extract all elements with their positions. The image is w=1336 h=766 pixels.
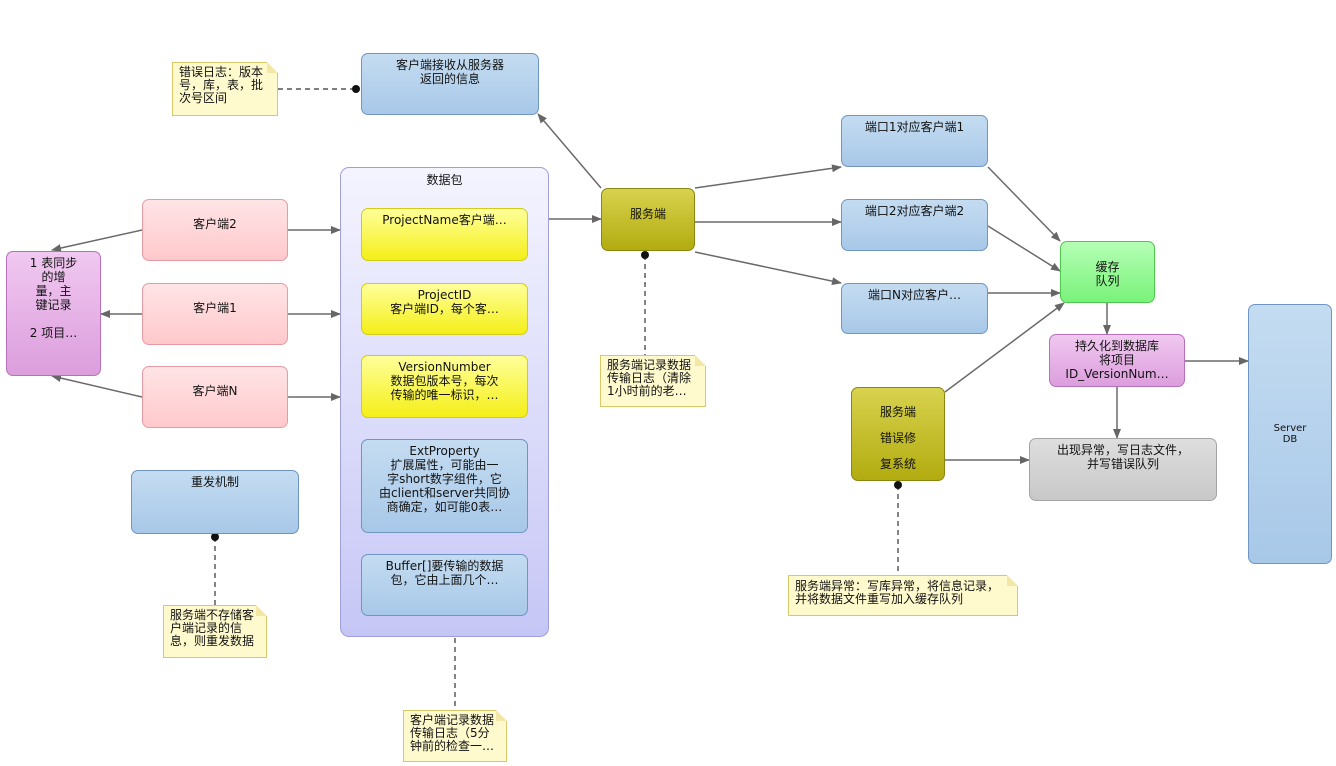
- ext-property-field[interactable]: ExtProperty 扩展属性，可能由一 字short数字组件，它 由clie…: [361, 439, 528, 533]
- edge-server-port1: [694, 164, 842, 189]
- edge-port1-cache: [987, 166, 1061, 242]
- error-log-note: 错误日志：版本 号，库，表，批 次号区间: [172, 62, 278, 116]
- server-db-node[interactable]: Server DB: [1248, 304, 1332, 564]
- client-log-note: 客户端记录数据 传输日志（5分 钟前的检查一…: [403, 710, 507, 762]
- client2-node[interactable]: 客户端2: [142, 199, 288, 261]
- anchor-repair: [894, 481, 902, 489]
- server-log-note: 服务端记录数据 传输日志（清除 1小时前的老…: [600, 355, 706, 407]
- port1-node[interactable]: 端口1对应客户端1: [841, 115, 988, 167]
- edge-client2-sync: [51, 229, 143, 252]
- edge-server-recv: [537, 113, 602, 189]
- version-number-field[interactable]: VersionNumber 数据包版本号，每次 传输的唯一标识，…: [361, 355, 528, 418]
- table-sync-node[interactable]: 1 表同步 的增 量，主 键记录 2 项目…: [6, 251, 101, 376]
- clientN-node[interactable]: 客户端N: [142, 366, 288, 428]
- anchor-recv: [352, 85, 360, 93]
- error-repair-node[interactable]: 服务端 错误修 复系统: [851, 387, 945, 481]
- persist-node[interactable]: 持久化到数据库 将项目 ID_VersionNum…: [1049, 334, 1185, 387]
- server-node[interactable]: 服务端: [601, 188, 695, 251]
- anchor-server: [641, 251, 649, 259]
- edge-port2-cache: [987, 225, 1061, 272]
- packet-title: 数据包: [426, 173, 463, 187]
- resend-note: 服务端不存储客 户端记录的信 息，则重发数据: [163, 605, 267, 658]
- anchor-resend: [211, 533, 219, 541]
- resend-mechanism-node[interactable]: 重发机制: [131, 470, 299, 534]
- repair-note: 服务端异常：写库异常，将信息记录， 并将数据文件重写加入缓存队列: [788, 575, 1018, 616]
- buffer-field[interactable]: Buffer[]要传输的数据 包，它由上面几个…: [361, 554, 528, 616]
- project-id-field[interactable]: ProjectID 客户端ID，每个客…: [361, 283, 528, 335]
- port2-node[interactable]: 端口2对应客户端2: [841, 199, 988, 251]
- cache-queue-node[interactable]: 缓存 队列: [1060, 241, 1155, 303]
- edge-server-portN: [694, 251, 842, 286]
- edge-clientN-sync: [51, 374, 143, 398]
- client1-node[interactable]: 客户端1: [142, 283, 288, 345]
- portN-node[interactable]: 端口N对应客户…: [841, 283, 988, 334]
- project-name-field[interactable]: ProjectName客户端…: [361, 208, 528, 261]
- client-receive-node[interactable]: 客户端接收从服务器 返回的信息: [361, 53, 539, 115]
- edge-repair-cache: [944, 302, 1065, 393]
- exception-node[interactable]: 出现异常，写日志文件， 并写错误队列: [1029, 438, 1217, 501]
